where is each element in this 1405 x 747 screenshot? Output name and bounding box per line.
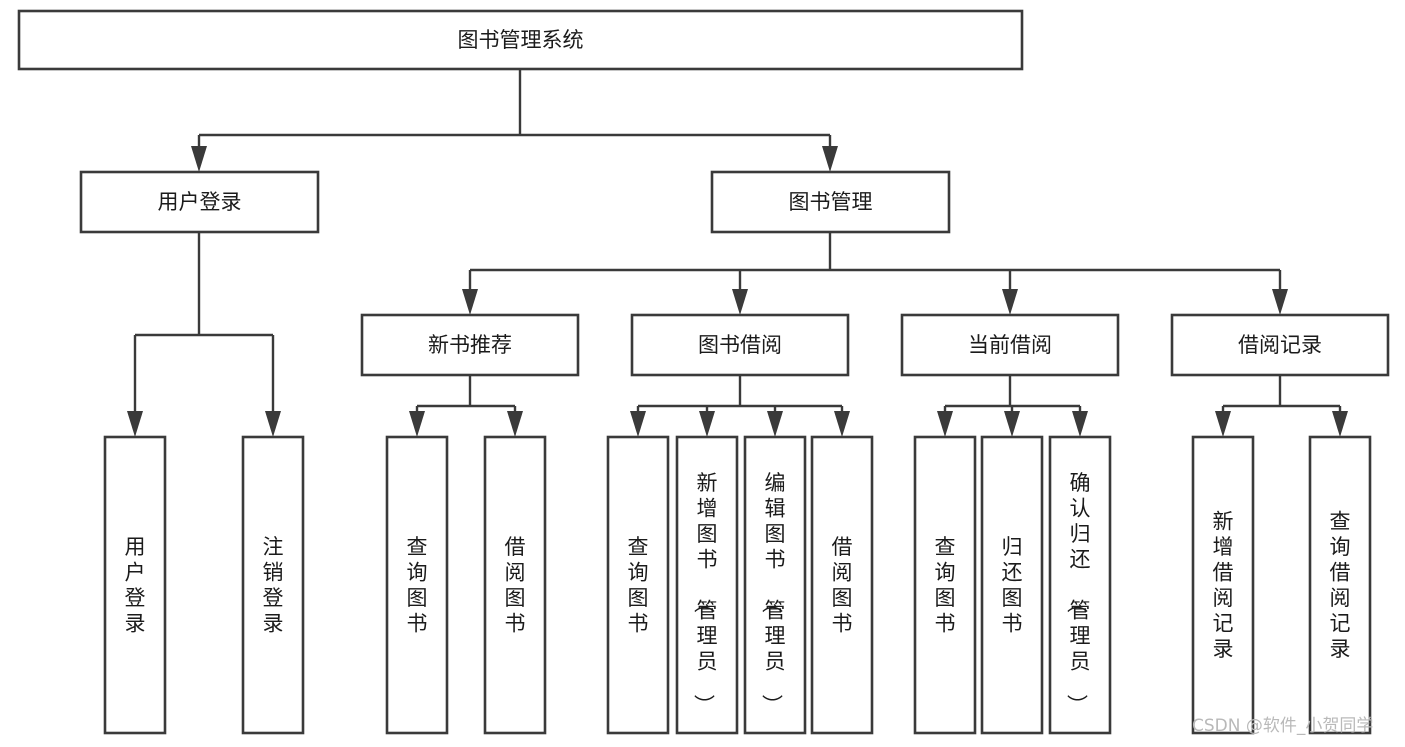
node-label-current-borrow: 当前借阅	[968, 333, 1052, 357]
node-label-leaf-query-book-1: 查询图书	[407, 535, 428, 636]
arrow-head-icon	[409, 411, 425, 437]
node-label-leaf-query-book-2: 查询图书	[628, 535, 649, 636]
node-box-current-borrow[interactable]	[900, 313, 1120, 377]
node-leaf-query-book-2[interactable]: 查询图书	[606, 435, 670, 735]
node-box-leaf-borrow-book-2[interactable]	[810, 435, 874, 735]
arrow-head-icon	[699, 411, 715, 437]
nodes-layer: 图书管理系统用户登录图书管理新书推荐图书借阅当前借阅借阅记录用户登录注销登录查询…	[17, 9, 1390, 735]
node-box-book-borrow[interactable]	[630, 313, 850, 377]
arrow-head-icon	[507, 411, 523, 437]
node-leaf-borrow-book-2[interactable]: 借阅图书	[810, 435, 874, 735]
node-box-leaf-query-book-1[interactable]	[385, 435, 449, 735]
node-box-leaf-query-book-3[interactable]	[913, 435, 977, 735]
node-label-leaf-logout: 注销登录	[263, 535, 284, 636]
connector-group-root-to-level1	[191, 69, 838, 172]
node-label-new-book-rec: 新书推荐	[428, 333, 512, 357]
arrow-head-icon	[1004, 411, 1020, 437]
arrow-head-icon	[1215, 411, 1231, 437]
node-label-book-borrow: 图书借阅	[698, 333, 782, 357]
node-box-leaf-borrow-book-1[interactable]	[483, 435, 547, 735]
node-box-leaf-edit-book[interactable]	[743, 435, 807, 735]
arrow-head-icon	[834, 411, 850, 437]
node-box-root[interactable]	[17, 9, 1024, 71]
node-leaf-borrow-book-1[interactable]: 借阅图书	[483, 435, 547, 735]
node-box-book-manage[interactable]	[710, 170, 951, 234]
node-leaf-user-login[interactable]: 用户登录	[103, 435, 167, 735]
node-current-borrow[interactable]: 当前借阅	[900, 313, 1120, 377]
connector-group-currentborrow-to-leaves	[937, 375, 1088, 437]
node-box-leaf-logout[interactable]	[241, 435, 305, 735]
connector-group-borrowrecord-to-leaves	[1215, 375, 1348, 437]
node-label-leaf-add-book: 新增图书（管理员）	[692, 471, 718, 715]
node-box-borrow-record[interactable]	[1170, 313, 1390, 377]
node-book-manage[interactable]: 图书管理	[710, 170, 951, 234]
node-leaf-query-book-3[interactable]: 查询图书	[913, 435, 977, 735]
node-box-new-book-rec[interactable]	[360, 313, 580, 377]
arrow-head-icon	[937, 411, 953, 437]
csdn-watermark: CSDN @软件_小贺同学	[1192, 716, 1373, 736]
node-label-user-login: 用户登录	[158, 190, 242, 214]
node-leaf-confirm-return[interactable]: 确认归还（管理员）	[1048, 435, 1112, 735]
arrow-head-icon	[1072, 411, 1088, 437]
node-label-leaf-query-record: 查询借阅记录	[1330, 509, 1351, 661]
node-box-leaf-query-record[interactable]	[1308, 435, 1372, 735]
node-box-leaf-add-book[interactable]	[675, 435, 739, 735]
node-borrow-record[interactable]: 借阅记录	[1170, 313, 1390, 377]
node-box-leaf-return-book[interactable]	[980, 435, 1044, 735]
node-new-book-rec[interactable]: 新书推荐	[360, 313, 580, 377]
node-label-leaf-confirm-return: 确认归还（管理员）	[1065, 471, 1091, 715]
arrow-head-icon	[462, 289, 478, 315]
node-label-leaf-borrow-book-1: 借阅图书	[505, 535, 526, 636]
node-leaf-logout[interactable]: 注销登录	[241, 435, 305, 735]
node-leaf-add-record[interactable]: 新增借阅记录	[1191, 435, 1255, 735]
node-user-login[interactable]: 用户登录	[79, 170, 320, 234]
arrow-head-icon	[630, 411, 646, 437]
node-box-user-login[interactable]	[79, 170, 320, 234]
node-label-leaf-user-login: 用户登录	[125, 535, 146, 636]
node-label-book-manage: 图书管理	[789, 190, 873, 214]
node-label-leaf-add-record: 新增借阅记录	[1213, 509, 1234, 661]
node-root[interactable]: 图书管理系统	[17, 9, 1024, 71]
node-label-root: 图书管理系统	[458, 28, 584, 52]
connector-group-userlogin-to-leaves	[127, 232, 281, 437]
node-box-leaf-query-book-2[interactable]	[606, 435, 670, 735]
node-box-leaf-user-login[interactable]	[103, 435, 167, 735]
node-book-borrow[interactable]: 图书借阅	[630, 313, 850, 377]
node-box-leaf-confirm-return[interactable]	[1048, 435, 1112, 735]
arrow-head-icon	[732, 289, 748, 315]
node-leaf-query-book-1[interactable]: 查询图书	[385, 435, 449, 735]
arrow-head-icon	[1332, 411, 1348, 437]
edges-layer	[127, 69, 1348, 437]
arrow-head-icon	[767, 411, 783, 437]
connector-group-bookborrow-to-leaves	[630, 375, 850, 437]
node-leaf-return-book[interactable]: 归还图书	[980, 435, 1044, 735]
node-leaf-query-record[interactable]: 查询借阅记录	[1308, 435, 1372, 735]
arrow-head-icon	[822, 146, 838, 172]
arrow-head-icon	[265, 411, 281, 437]
node-label-leaf-edit-book: 编辑图书（管理员）	[760, 471, 786, 715]
node-label-leaf-query-book-3: 查询图书	[935, 535, 956, 636]
connector-group-bookmanage-to-level2	[462, 232, 1288, 315]
connector-group-newbookrec-to-leaves	[409, 375, 523, 437]
arrow-head-icon	[191, 146, 207, 172]
arrow-head-icon	[127, 411, 143, 437]
node-label-leaf-return-book: 归还图书	[1002, 535, 1023, 636]
node-leaf-add-book[interactable]: 新增图书（管理员）	[675, 435, 739, 735]
arrow-head-icon	[1002, 289, 1018, 315]
arrow-head-icon	[1272, 289, 1288, 315]
node-leaf-edit-book[interactable]: 编辑图书（管理员）	[743, 435, 807, 735]
node-box-leaf-add-record[interactable]	[1191, 435, 1255, 735]
node-label-leaf-borrow-book-2: 借阅图书	[832, 535, 853, 636]
node-label-borrow-record: 借阅记录	[1238, 333, 1322, 357]
